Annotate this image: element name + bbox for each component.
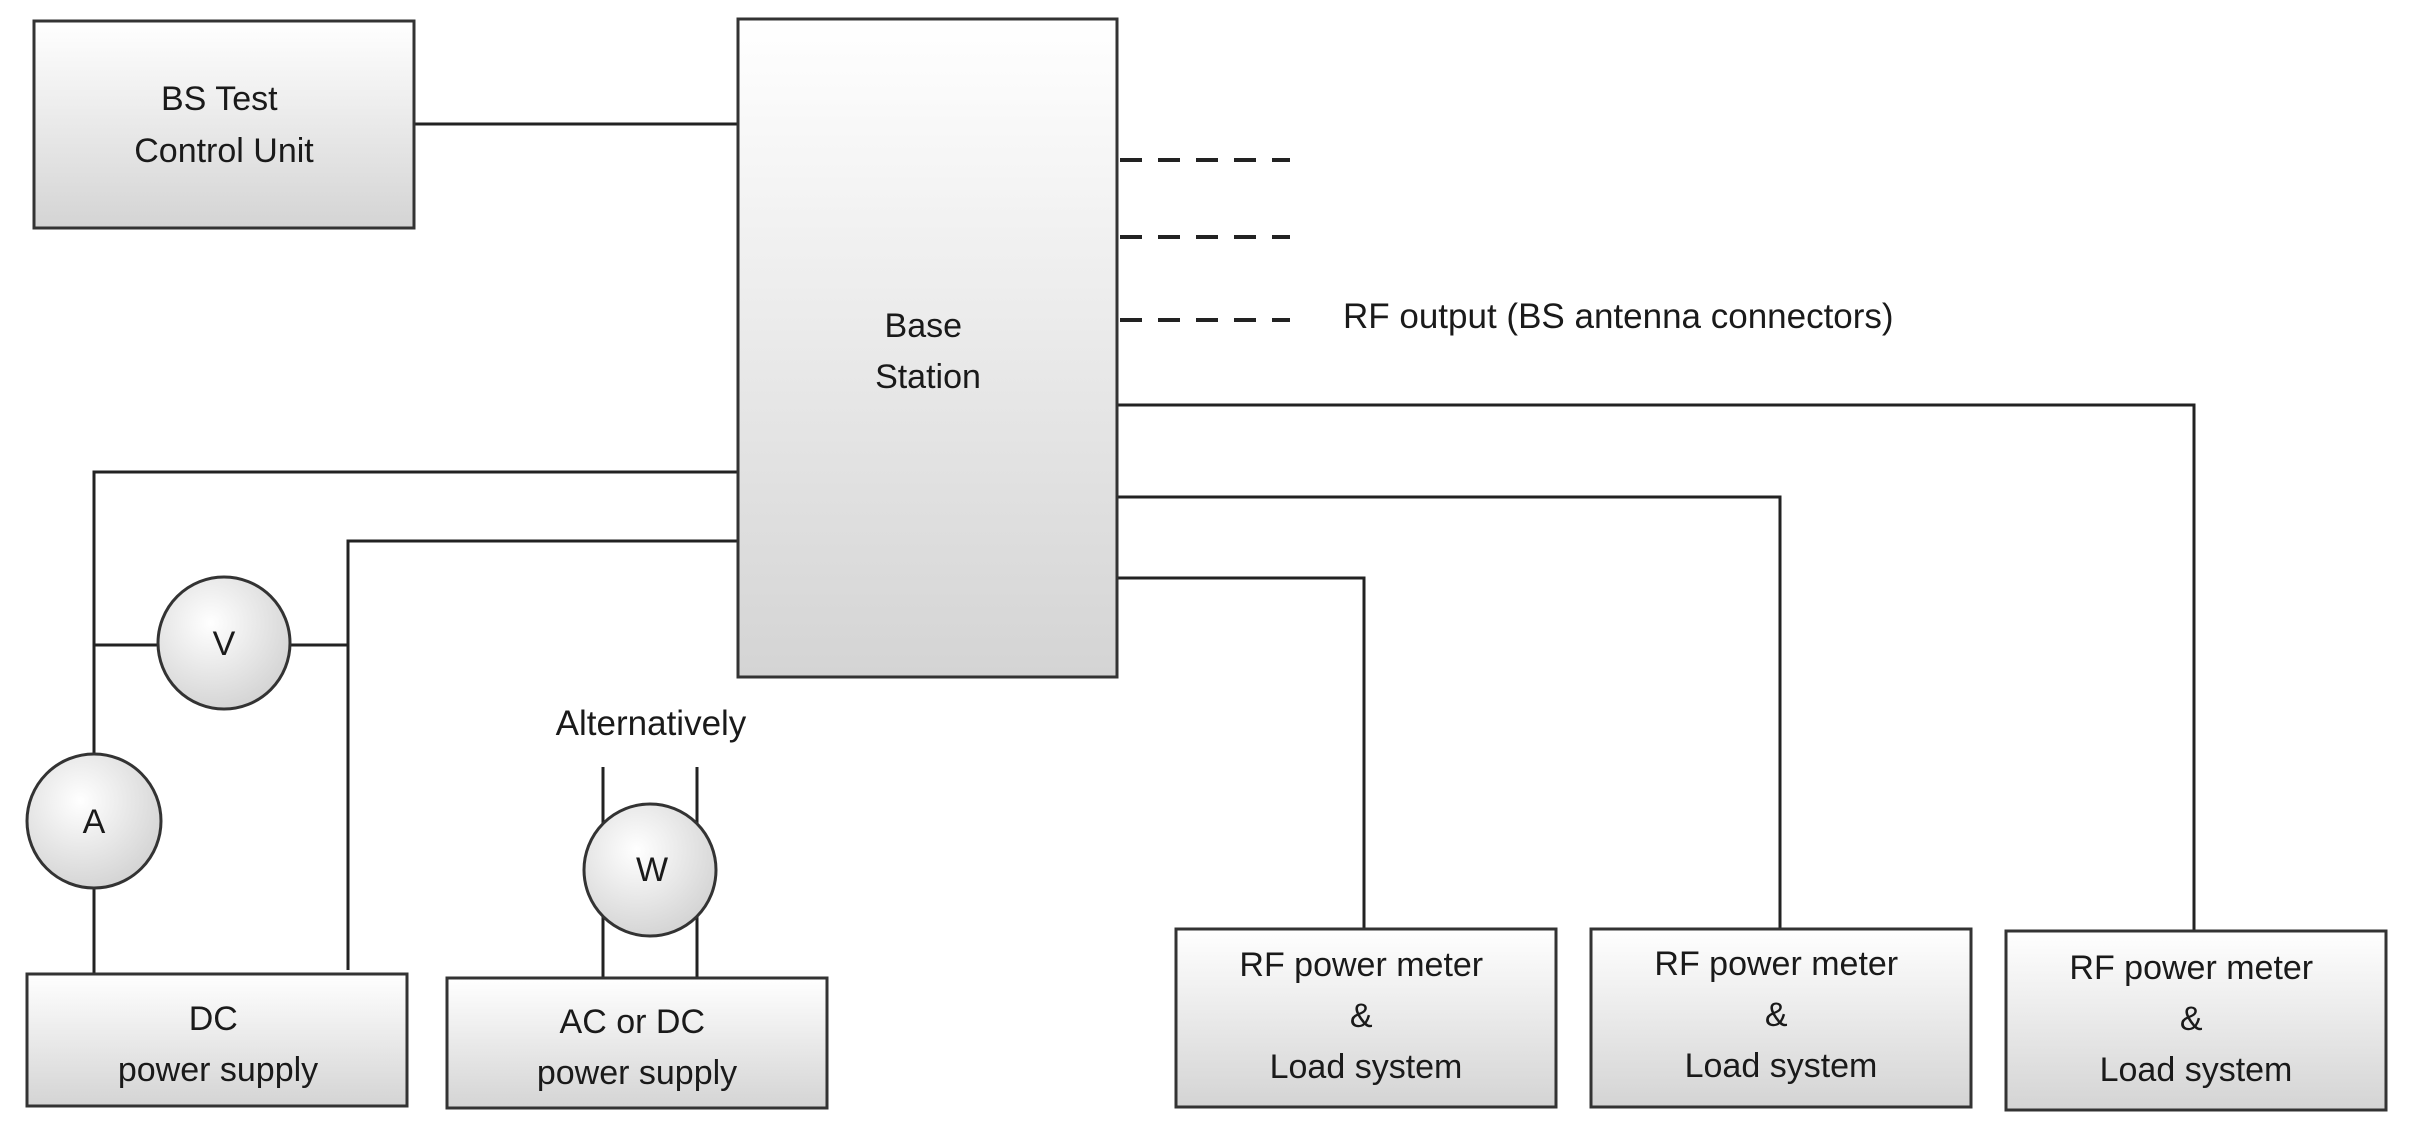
wattmeter-label: W xyxy=(636,851,668,889)
rf-meter-1-line-3: Load system xyxy=(1270,1048,1463,1086)
ac-dc-supply-line-1: AC or DC xyxy=(560,1003,705,1041)
svg-text:DC power supply: DC power supply xyxy=(118,1000,318,1089)
svg-text:BS Test Control Unit: BS Test Control Unit xyxy=(134,80,314,170)
voltmeter-label: V xyxy=(213,625,236,663)
wattmeter: W xyxy=(582,802,718,938)
box-test-control-unit: BS Test Control Unit xyxy=(32,19,416,230)
rf-feed-3 xyxy=(1117,403,2196,931)
ac-dc-supply-line-2: power supply xyxy=(537,1054,737,1092)
rf-meter-3-line-1: RF power meter xyxy=(2069,949,2313,987)
alternatively-label: Alternatively xyxy=(556,704,747,743)
test-control-unit-line-1: BS Test xyxy=(161,80,278,118)
box-ac-dc-power-supply: AC or DC power supply xyxy=(445,976,829,1110)
box-rf-power-meter-3: RF power meter & Load system xyxy=(2004,929,2388,1112)
svg-text:AC or DC power supply: AC or DC power supply xyxy=(537,1003,737,1092)
rf-meter-2-line-2: & xyxy=(1765,996,1788,1034)
voltmeter: V xyxy=(156,575,292,711)
test-control-unit-line-2: Control Unit xyxy=(134,132,314,170)
connection-lines xyxy=(92,122,2196,978)
svg-text:RF power meter & L: RF power meter & Load system xyxy=(1654,945,1907,1085)
rf-output-stubs xyxy=(1120,158,1290,322)
dc-supply-line-2: power supply xyxy=(118,1051,318,1089)
ammeter: A xyxy=(25,752,163,890)
base-station-line-1: Base xyxy=(885,307,963,345)
box-rf-power-meter-2: RF power meter & Load system xyxy=(1589,927,1973,1109)
base-station-line-2: Station xyxy=(875,358,981,396)
ammeter-label: A xyxy=(83,803,106,841)
rf-meter-2-line-1: RF power meter xyxy=(1654,945,1898,983)
rf-meter-2-line-3: Load system xyxy=(1685,1047,1878,1085)
box-base-station: Base Station xyxy=(736,17,1119,679)
ammeter-wire xyxy=(92,470,738,754)
svg-text:RF power meter & L: RF power meter & Load system xyxy=(1239,946,1492,1086)
svg-text:RF power meter & L: RF power meter & Load system xyxy=(2069,949,2322,1089)
rf-meter-3-line-2: & xyxy=(2180,1000,2203,1038)
rf-feed-1 xyxy=(1117,576,1366,929)
rf-meter-1-line-1: RF power meter xyxy=(1239,946,1483,984)
rf-output-label: RF output (BS antenna connectors) xyxy=(1343,297,1894,336)
dc-supply-line-1: DC xyxy=(189,1000,238,1038)
rf-meter-1-line-2: & xyxy=(1350,997,1373,1035)
svg-text:Base Station: Base Station xyxy=(875,307,981,396)
rf-feed-2 xyxy=(1117,495,1782,929)
return-wire xyxy=(346,539,738,970)
box-rf-power-meter-1: RF power meter & Load system xyxy=(1174,927,1558,1109)
box-dc-power-supply: DC power supply xyxy=(25,972,409,1108)
rf-meter-3-line-3: Load system xyxy=(2100,1051,2293,1089)
